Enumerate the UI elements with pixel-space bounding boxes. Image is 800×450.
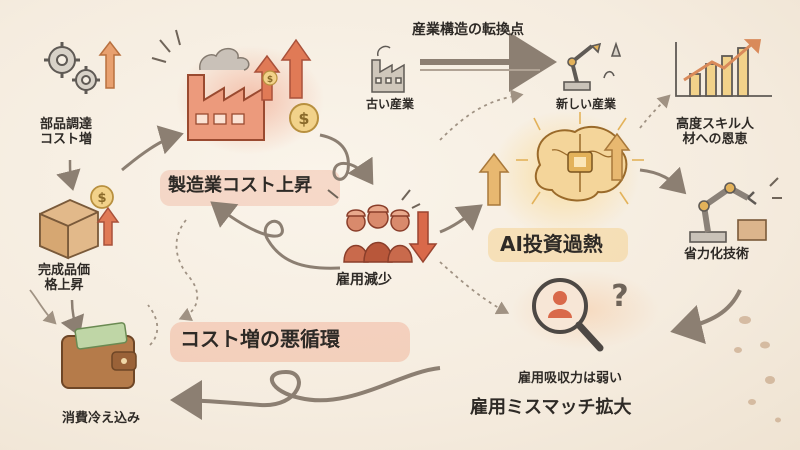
box-icon: [39, 199, 99, 260]
label-product-price-line2: 格上昇: [44, 277, 84, 293]
svg-text:$: $: [267, 75, 273, 85]
label-employment-decrease: 雇用減少: [336, 272, 392, 288]
cycle-label-highlight: [170, 322, 410, 362]
label-old-industry: 古い産業: [366, 97, 415, 111]
magnifier-person-icon: [532, 278, 604, 352]
sparkle-strokes: [151, 29, 181, 63]
sparkle-strokes: [327, 189, 421, 209]
up-arrow-icon: [96, 206, 120, 246]
label-parts-cost: 部品調達 コスト増: [40, 117, 93, 148]
brain-chip-icon: [516, 112, 644, 205]
label-absorption: 雇用吸収力は弱い: [518, 371, 623, 386]
down-arrow-icon: [408, 211, 438, 264]
up-arrow-icon: [98, 40, 122, 89]
label-product-price: 完成品価 格上昇: [38, 263, 91, 294]
ai-label-highlight: [488, 228, 628, 262]
label-talent-benefit: 高度スキル人 材への恩恵: [676, 117, 755, 148]
svg-text:$: $: [97, 191, 106, 206]
dollar-coin-icon: $ $: [262, 70, 319, 133]
robot-arm-icon: [689, 182, 767, 243]
label-vicious-cycle: コスト増の悪循環: [180, 327, 340, 351]
gears-icon: [44, 42, 100, 94]
dollar-coin-icon: $: [90, 185, 114, 209]
label-consumption: 消費冷え込み: [62, 411, 141, 426]
wallet-icon: [61, 322, 137, 389]
question-mark-icon: ?: [611, 279, 628, 314]
factory-icon: [187, 47, 265, 141]
workers-icon: [343, 204, 413, 263]
label-parts-cost-line2: コスト増: [40, 131, 93, 147]
label-labor-saving: 省力化技術: [684, 247, 750, 262]
decor-dots: [734, 316, 781, 423]
label-talent-benefit-line1: 高度スキル人: [676, 117, 755, 132]
label-mismatch: 雇用ミスマッチ拡大: [470, 397, 632, 418]
label-manufacturing-cost: 製造業コスト上昇: [168, 175, 312, 196]
svg-text:?: ?: [611, 279, 628, 314]
label-product-price-line1: 完成品価: [38, 263, 91, 278]
up-arrow-icon: [478, 132, 631, 206]
bar-chart-icon: [675, 39, 772, 97]
cost-label-highlight: [160, 170, 340, 206]
factory-icon: [371, 45, 405, 93]
label-talent-benefit-line2: 材への恩恵: [682, 131, 748, 147]
svg-text:$: $: [298, 109, 309, 128]
robot-arm-icon: [563, 41, 622, 91]
label-ai-investment: AI投資過熱: [500, 232, 603, 256]
sparkle-strokes: [769, 177, 782, 199]
label-industry-shift: 産業構造の転換点: [412, 22, 524, 38]
up-arrow-icon: [253, 38, 312, 101]
label-parts-cost-line1: 部品調達: [40, 117, 93, 132]
label-new-industry: 新しい産業: [556, 97, 617, 111]
